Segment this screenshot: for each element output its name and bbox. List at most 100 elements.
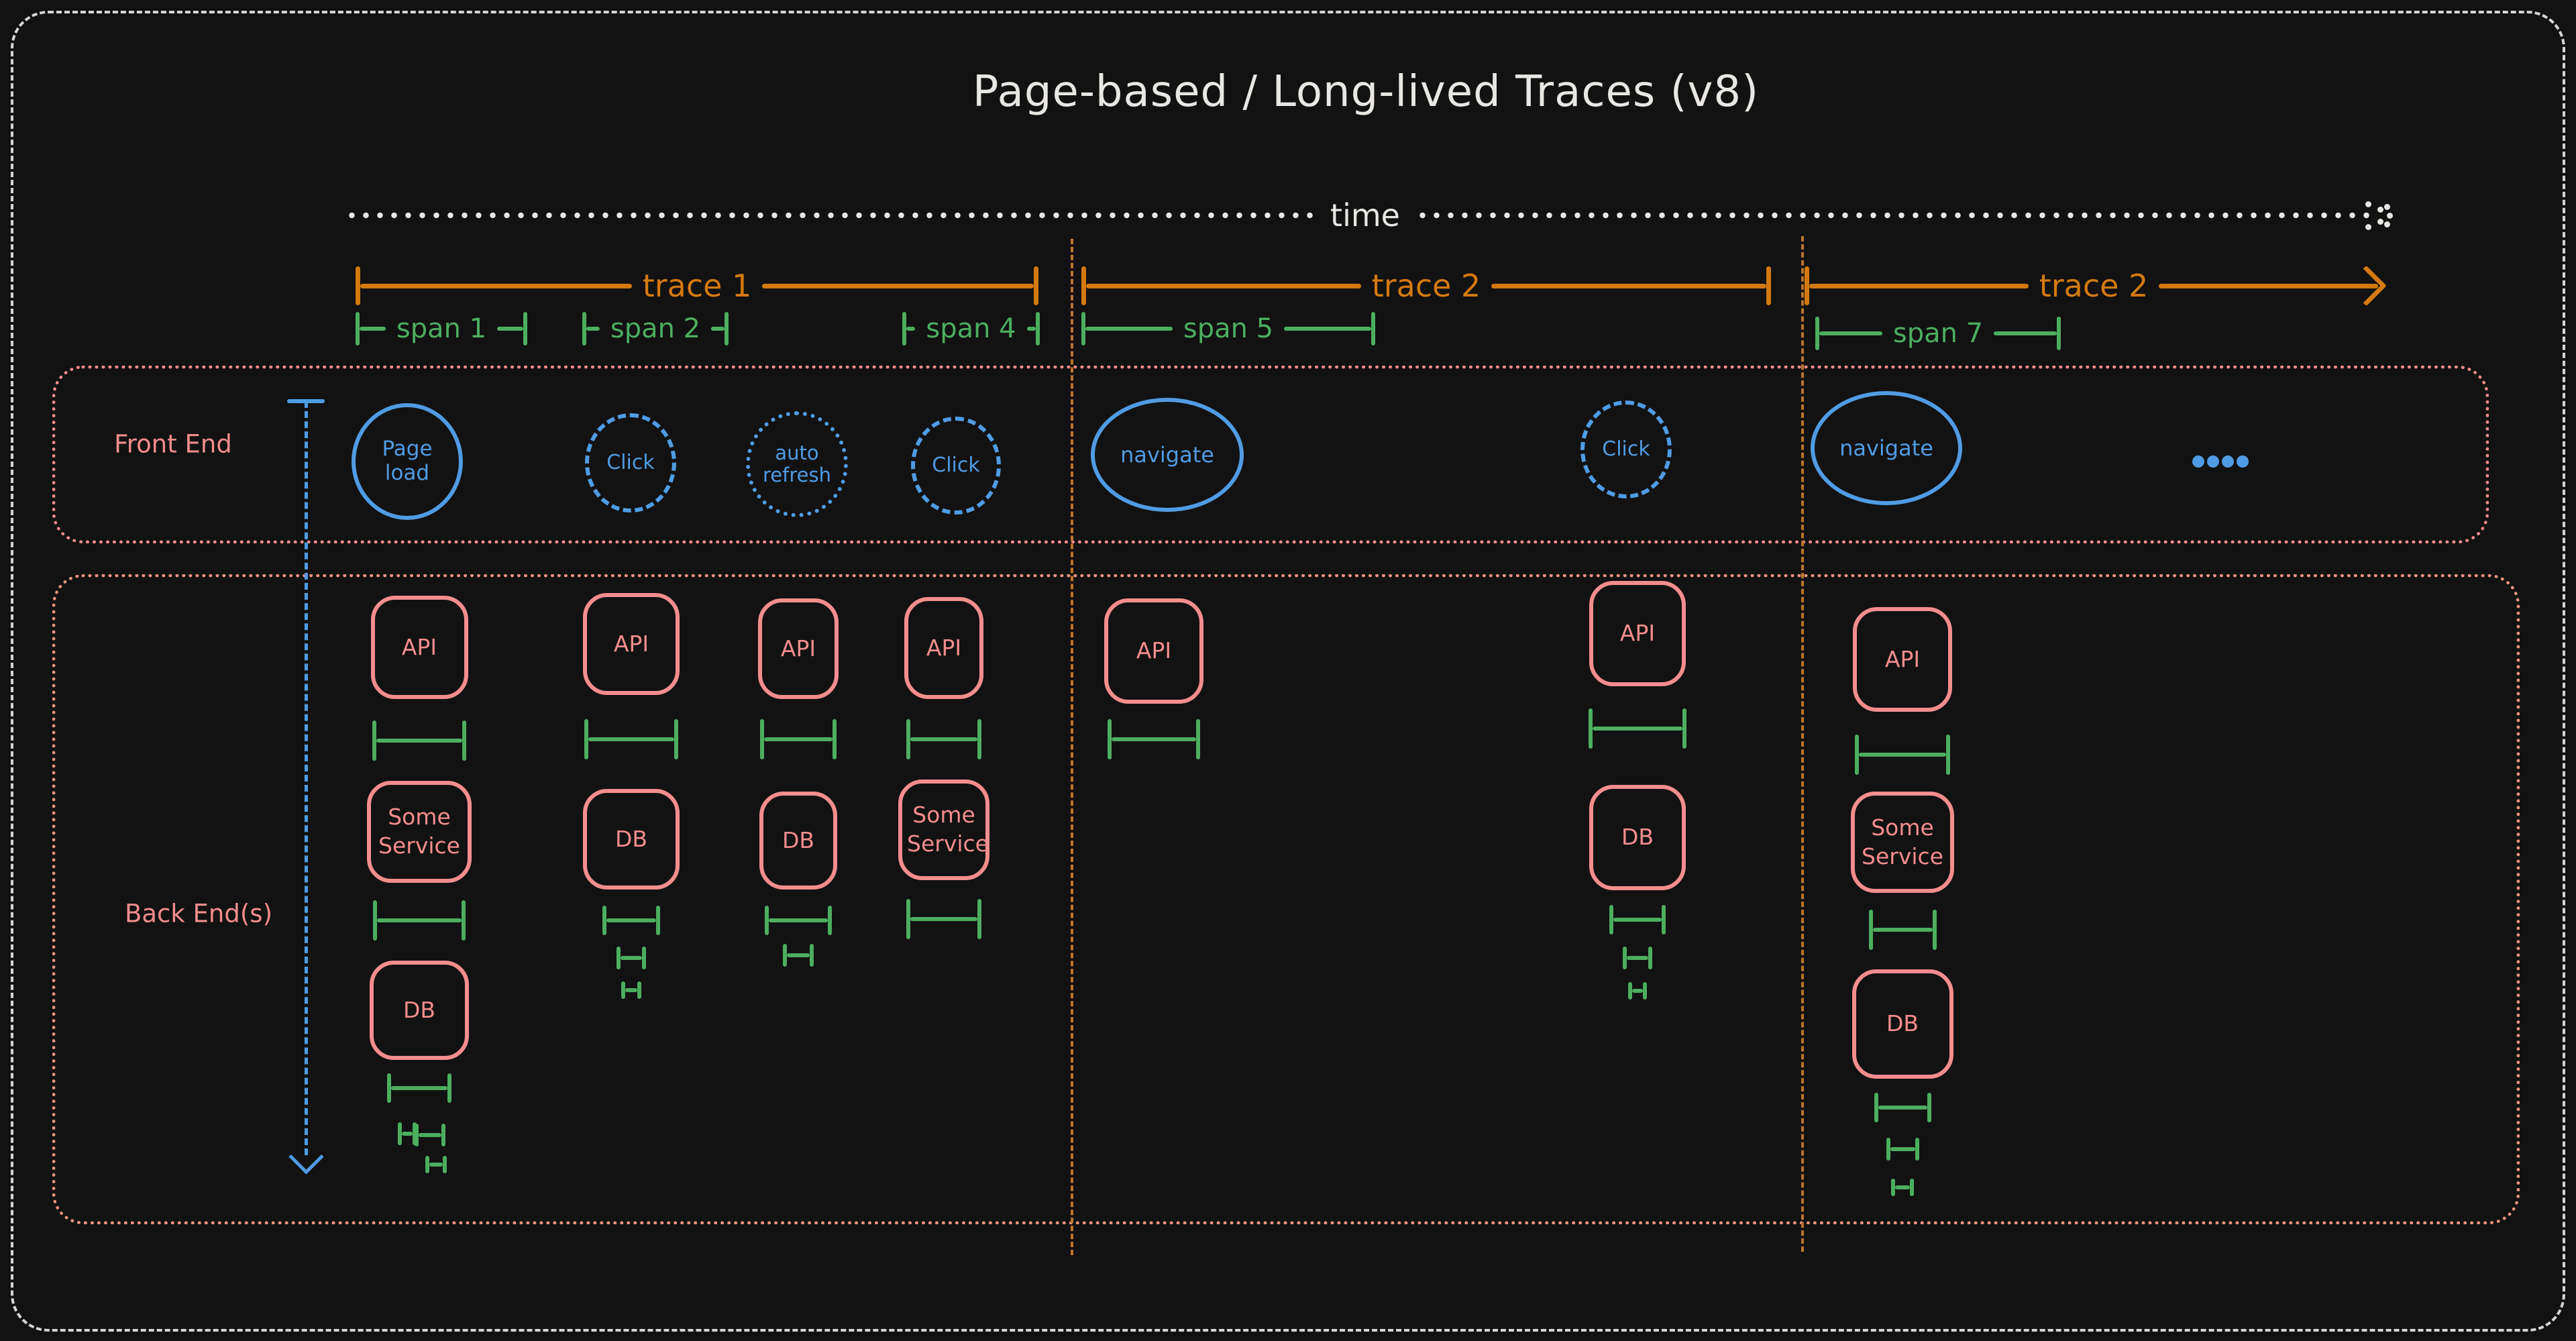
service-node-label: API (926, 634, 962, 661)
bracket-right-cap (977, 719, 981, 759)
service-node-label: DB (782, 826, 815, 853)
service-node-api[interactable]: API (1589, 581, 1686, 686)
trace-bracket[interactable]: trace 1 (356, 266, 1038, 305)
backend-span-bracket[interactable] (398, 1122, 417, 1145)
backend-span-bracket[interactable] (584, 719, 678, 759)
span-bracket[interactable]: span 7 (1815, 317, 2061, 350)
backend-span-bracket[interactable] (1874, 1093, 1931, 1122)
more-events-ellipsis-dot[interactable] (2207, 455, 2219, 468)
backend-span-bracket[interactable] (372, 720, 466, 761)
more-events-ellipsis-dot[interactable] (2222, 455, 2234, 468)
service-node-label: Some Service (378, 804, 460, 859)
bracket-line (419, 1133, 441, 1137)
backend-span-bracket[interactable] (1108, 719, 1200, 759)
bracket-left-cap (1609, 905, 1613, 934)
span-bracket[interactable]: span 2 (582, 312, 729, 345)
frontend-event-navigate[interactable]: navigate (1091, 398, 1244, 512)
service-node-label: API (1884, 645, 1921, 672)
frontend-event-navigate[interactable]: navigate (1811, 391, 1962, 505)
backend-span-bracket[interactable] (1609, 905, 1666, 934)
span-bracket[interactable]: span 4 (902, 312, 1040, 345)
backend-span-bracket[interactable] (602, 906, 660, 935)
frontend-event-click[interactable]: Click (911, 417, 1001, 515)
bracket-left-cap (1081, 312, 1085, 345)
bracket-line (762, 283, 1034, 288)
backend-span-bracket[interactable] (1886, 1138, 1919, 1161)
backend-span-bracket[interactable] (760, 719, 837, 759)
span-bracket[interactable]: span 1 (356, 312, 528, 345)
frontend-event-auto-refresh[interactable]: auto refresh (746, 411, 848, 517)
front-end-lane-label[interactable]: Front End (114, 429, 232, 459)
bracket-left-cap (1628, 982, 1632, 1000)
backend-span-bracket[interactable] (765, 906, 832, 935)
bracket-right-cap (1036, 312, 1040, 345)
backend-span-bracket[interactable] (415, 1124, 445, 1146)
service-node-api[interactable]: API (583, 593, 680, 695)
service-node-api[interactable]: API (758, 598, 839, 699)
service-node-api[interactable]: API (1853, 607, 1952, 712)
service-node-some-service[interactable]: Some Service (898, 780, 989, 880)
backend-span-bracket[interactable] (906, 719, 981, 759)
service-node-label: API (401, 633, 437, 660)
backend-span-bracket[interactable] (1891, 1179, 1914, 1196)
bracket-line (1613, 918, 1662, 922)
backend-span-bracket[interactable] (906, 899, 981, 939)
service-node-api[interactable]: API (370, 596, 468, 699)
backend-span-bracket[interactable] (373, 900, 466, 941)
frontend-event-click[interactable]: Click (1580, 400, 1672, 498)
service-node-db[interactable]: DB (370, 961, 469, 1060)
backend-span-bracket[interactable] (1855, 735, 1950, 775)
trace-bracket[interactable]: trace 2 (1081, 266, 1771, 305)
backend-span-bracket[interactable] (1868, 910, 1937, 950)
page-lifetime-arrow[interactable] (305, 401, 308, 1155)
backend-span-bracket[interactable] (425, 1156, 447, 1173)
frontend-event-page-load[interactable]: Page load (352, 403, 463, 520)
backend-span-bracket[interactable] (387, 1073, 451, 1103)
bracket-left-cap (783, 944, 787, 967)
bracket-right-cap (447, 1073, 451, 1103)
service-node-some-service[interactable]: Some Service (367, 781, 472, 883)
service-node-label: DB (1886, 1010, 1919, 1037)
more-events-ellipsis-dot[interactable] (2192, 455, 2204, 468)
bracket-left-cap (1886, 1138, 1890, 1161)
service-node-some-service[interactable]: Some Service (1851, 792, 1954, 893)
backend-span-bracket[interactable] (1623, 947, 1652, 969)
span-label: span 5 (1183, 313, 1274, 344)
bracket-right-cap (1034, 266, 1038, 305)
bracket-left-cap (1891, 1179, 1895, 1196)
service-node-db[interactable]: DB (1589, 785, 1686, 890)
back-end-lane-label[interactable]: Back End(s) (124, 899, 273, 928)
service-node-db[interactable]: DB (583, 789, 680, 890)
span-bracket[interactable]: span 5 (1081, 312, 1376, 345)
diagram-title[interactable]: Page-based / Long-lived Traces (v8) (972, 67, 1760, 117)
more-events-ellipsis-dot[interactable] (2237, 455, 2249, 468)
backend-span-bracket[interactable] (621, 981, 641, 999)
bracket-left-cap (398, 1122, 402, 1145)
service-node-api[interactable]: API (904, 597, 983, 699)
bracket-line (360, 283, 632, 288)
backend-span-bracket[interactable] (616, 947, 646, 969)
trace-bracket[interactable]: trace 2 (1805, 265, 2387, 307)
front-end-lane-box[interactable] (52, 366, 2489, 543)
bracket-right-cap (523, 312, 528, 345)
service-node-db[interactable]: DB (1851, 969, 1953, 1079)
trace-boundary-divider (1801, 236, 1804, 1252)
service-node-api[interactable]: API (1104, 598, 1203, 704)
bracket-right-cap (1648, 947, 1652, 969)
bracket-right-cap (642, 947, 646, 969)
bracket-line (1859, 753, 1946, 757)
back-end-lane-box[interactable] (52, 574, 2520, 1224)
trace-label: trace 2 (1371, 268, 1481, 304)
frontend-event-click[interactable]: Click (585, 413, 676, 513)
bracket-left-cap (356, 266, 360, 305)
frontend-event-label: Page load (382, 437, 433, 485)
backend-span-bracket[interactable] (1589, 708, 1686, 749)
bracket-right-cap (833, 719, 837, 759)
service-node-db[interactable]: DB (759, 792, 837, 890)
frontend-event-label: navigate (1839, 435, 1933, 461)
backend-span-bracket[interactable] (1628, 982, 1647, 1000)
backend-span-bracket[interactable] (783, 944, 814, 967)
time-axis-label[interactable]: time (1317, 197, 1413, 233)
bracket-right-cap (1643, 982, 1647, 1000)
canvas-dashed-border (11, 11, 2565, 1332)
